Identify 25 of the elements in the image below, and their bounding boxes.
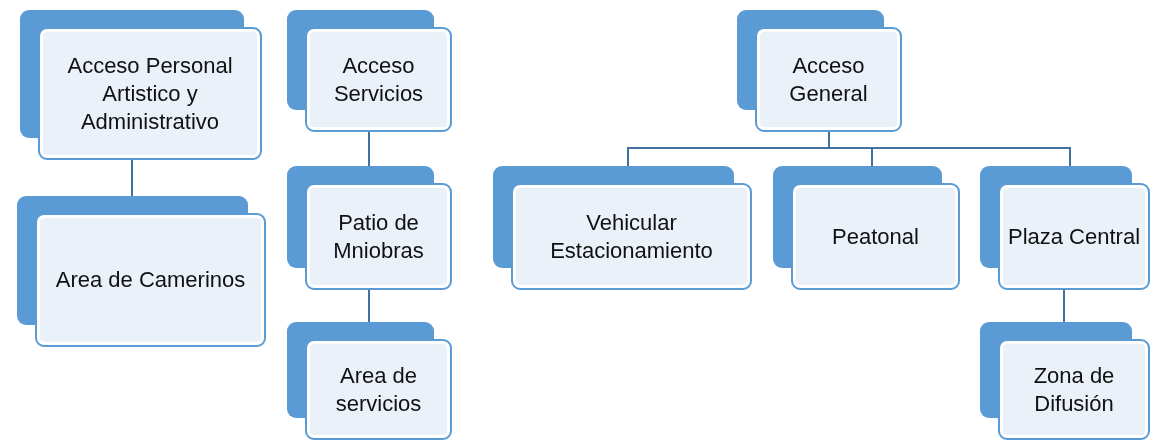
connector-line <box>131 159 133 197</box>
node-label: Peatonal <box>832 222 919 251</box>
process-box <box>287 10 452 132</box>
process-box <box>980 322 1150 440</box>
process-box <box>980 166 1150 290</box>
node-label: Vehicular Estacionamiento <box>549 208 714 265</box>
process-box <box>773 166 960 290</box>
process-box <box>20 10 262 160</box>
node-label: Zona de Difusión <box>1032 361 1116 418</box>
node-label: Acceso General <box>788 51 869 108</box>
process-box <box>17 196 266 347</box>
node-label: Acceso Servicios <box>332 51 425 108</box>
process-box <box>287 166 452 290</box>
node-label: Area de Camerinos <box>55 266 246 294</box>
process-box <box>287 322 452 440</box>
connector-line <box>368 131 370 167</box>
process-box <box>493 166 752 290</box>
connector-line <box>828 131 1071 167</box>
connector-line <box>368 289 370 323</box>
node-label: Patio de Mniobras <box>332 208 425 265</box>
connector-line <box>1063 289 1065 323</box>
node-label: Acceso Personal Artistico y Administrativo <box>66 51 234 136</box>
process-box <box>737 10 902 132</box>
node-label: Area de servicios <box>334 361 423 418</box>
node-label: Plaza Central <box>1007 222 1141 251</box>
